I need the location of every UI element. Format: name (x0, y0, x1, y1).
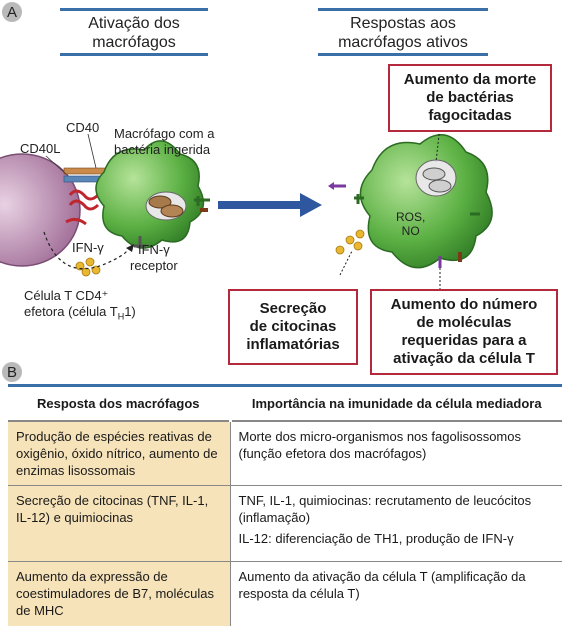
table-header: Resposta dos macrófagos Importância na i… (8, 384, 562, 422)
table-cell-importance: TNF, IL-1, quimiocinas: recrutamento de … (230, 485, 562, 562)
macrophage-right (328, 134, 493, 269)
table-row: Produção de espécies reativas de oxigêni… (8, 421, 562, 486)
panel-b-letter: B (2, 362, 22, 382)
table-cell-importance: Aumento da ativação da célula T (amplifi… (238, 569, 526, 601)
label-cd40: CD40 (66, 120, 100, 135)
macrophage-response-table: Resposta dos macrófagos Importância na i… (8, 384, 562, 626)
activation-illustration (0, 125, 493, 290)
label-ros-no: ROS, NO (396, 210, 426, 238)
label-t-cell: Célula T CD4⁺ efetora (célula TH1) (24, 288, 136, 322)
heading-responses: Respostas aos macrófagos ativos (318, 8, 488, 56)
table-cell-response: Secreção de citocinas (TNF, IL-1, IL-12)… (8, 485, 231, 562)
table-cell-importance: Morte dos micro-organismos nos fagolisos… (230, 421, 562, 486)
label-ifn-receptor: IFN-γ receptor (130, 242, 178, 273)
heading-activation: Ativação dos macrófagos (60, 8, 208, 56)
label-macrophage: Macrófago com a bactéria ingerida (114, 126, 215, 157)
label-ifn-gamma: IFN-γ (72, 240, 104, 255)
ifn-gamma-dots (75, 257, 101, 277)
cd40l-leader (45, 155, 67, 175)
table-cell-response: Produção de espécies reativas de oxigêni… (8, 421, 231, 486)
red-receptors (65, 189, 100, 226)
ifn-arrow (43, 231, 133, 270)
panel-a-letter: A (2, 2, 22, 22)
transition-arrow (218, 193, 322, 217)
column-header-importance: Importância na imunidade da célula media… (228, 384, 562, 422)
table-cell-response: Aumento da expressão de coestimuladores … (8, 561, 231, 626)
label-cd40l: CD40L (20, 141, 61, 156)
t-cell (0, 153, 81, 267)
secretion-arrow (339, 250, 353, 276)
table-row: Secreção de citocinas (TNF, IL-1, IL-12)… (8, 485, 562, 562)
cd40-leader (87, 133, 97, 169)
column-header-response: Resposta dos macrófagos (8, 384, 230, 422)
cytokine-dots (335, 229, 365, 255)
macrophage-left (95, 140, 210, 249)
table-row: Aumento da expressão de coestimuladores … (8, 561, 562, 626)
